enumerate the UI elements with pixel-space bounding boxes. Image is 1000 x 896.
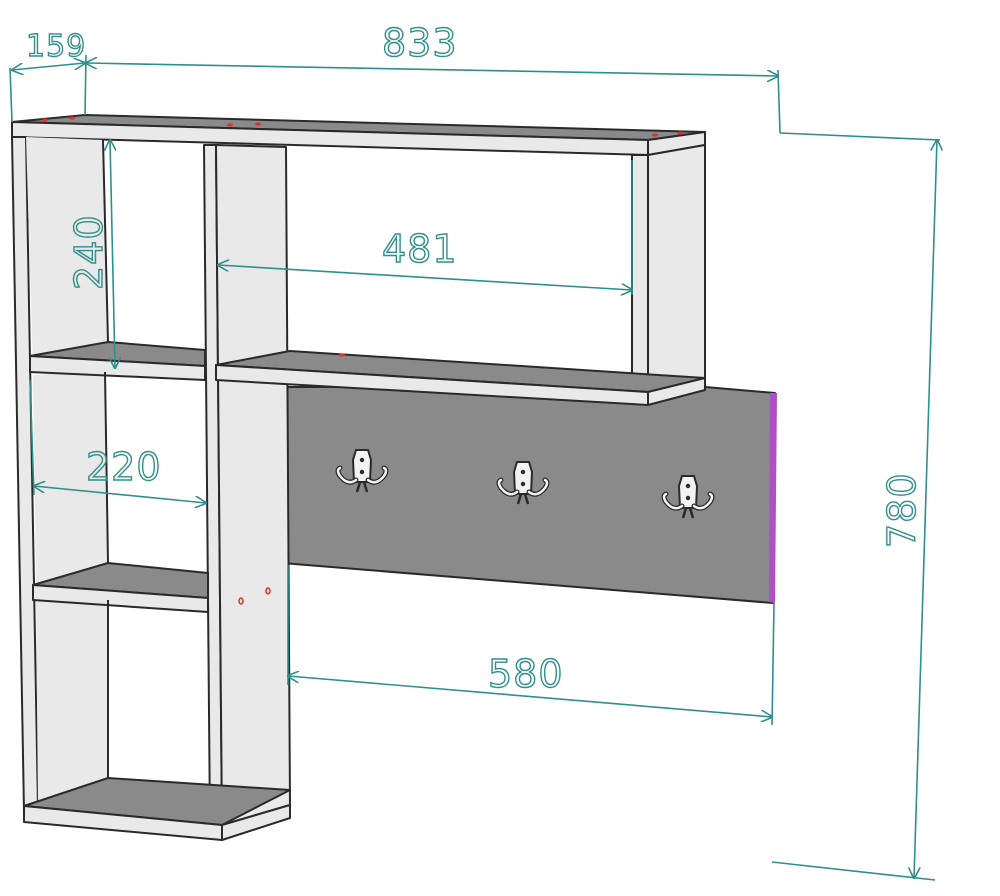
niche-height-label: 240 [67,214,111,290]
hook-icon [496,461,550,505]
hanger-width-label: 580 [488,652,564,696]
hooks [335,449,715,519]
edge-band [769,393,777,603]
hook-icon [335,449,389,493]
niche-width-label: 481 [382,227,458,271]
dimension-lines [9,54,940,881]
width-label: 833 [382,21,458,65]
height-label: 780 [880,472,924,548]
left-shelf-width-label: 220 [86,445,162,489]
depth-label: 159 [26,29,86,64]
shelf-unit [11,114,706,841]
drill-markers [42,116,683,605]
hook-icon [661,475,715,519]
